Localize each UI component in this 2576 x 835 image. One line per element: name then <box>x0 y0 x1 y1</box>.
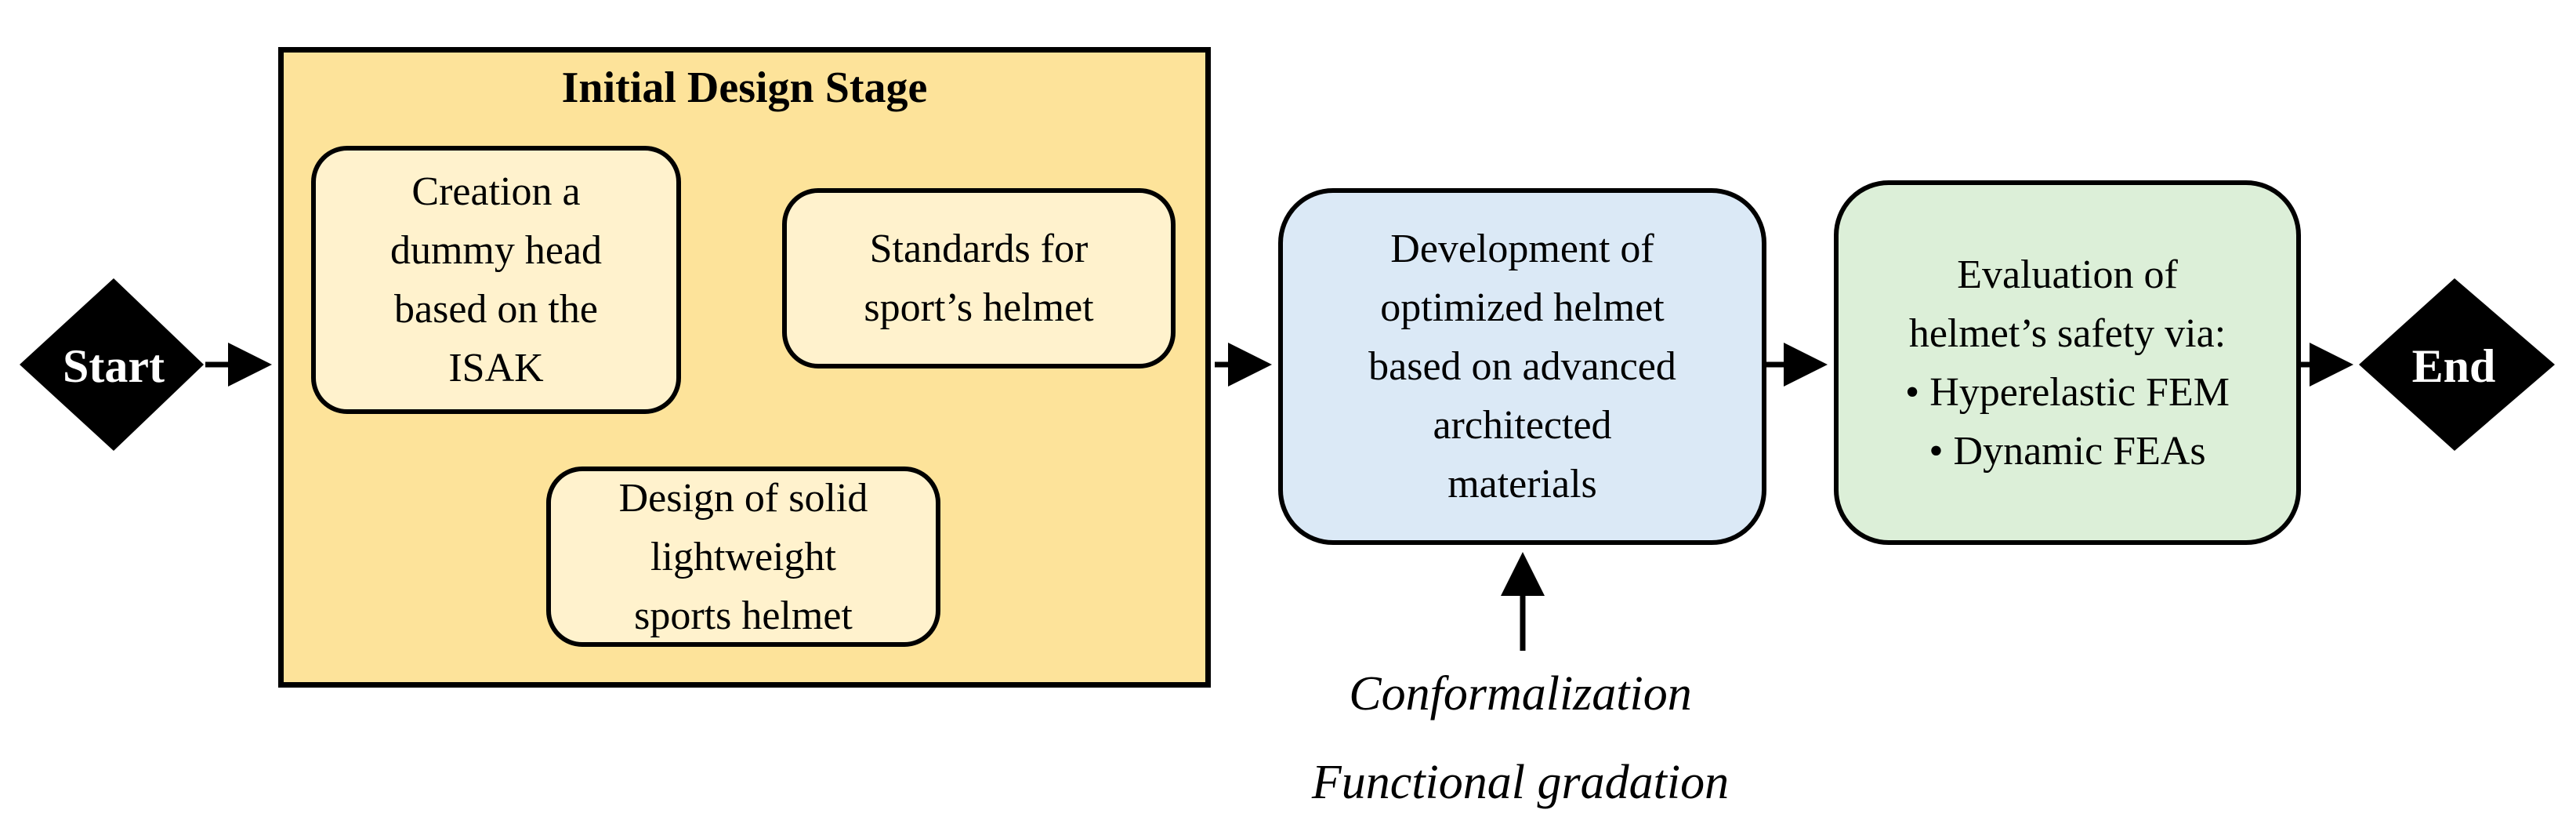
dummy-head-box: Creation a dummy head based on the ISAK <box>311 146 681 414</box>
end-diamond <box>2359 278 2555 451</box>
development-box: Development of optimized helmet based on… <box>1278 188 1766 545</box>
evaluation-item-hyperelastic: • Hyperelastic FEM <box>1905 369 2230 415</box>
note-conformalization: Conformalization <box>1349 667 1692 721</box>
standards-box: Standards for sport’s helmet <box>782 188 1176 368</box>
evaluation-box: Evaluation of helmet’s safety via: • Hyp… <box>1834 180 2301 545</box>
evaluation-heading: Evaluation of helmet’s safety via: <box>1908 252 2226 356</box>
start-label: Start <box>63 340 165 392</box>
design-box: Design of solid lightweight sports helme… <box>546 467 940 647</box>
evaluation-item-dynamic: • Dynamic FEAs <box>1929 428 2206 474</box>
start-diamond <box>20 278 204 451</box>
end-label: End <box>2411 340 2496 392</box>
stage-title: Initial Design Stage <box>561 64 928 112</box>
note-functional-gradation: Functional gradation <box>1311 756 1730 809</box>
